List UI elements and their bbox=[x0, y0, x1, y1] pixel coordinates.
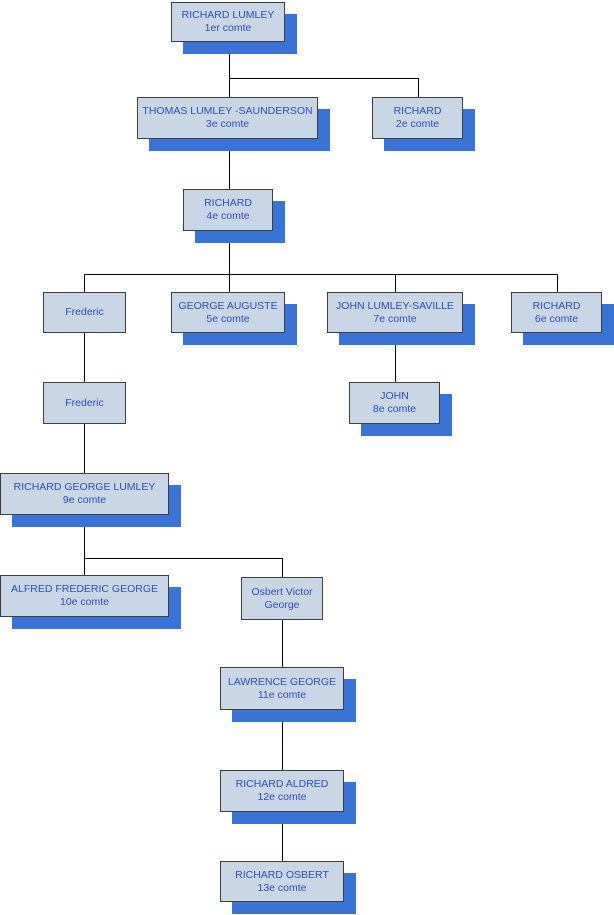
node-title: 4e comte bbox=[206, 210, 250, 222]
node-title: 3e comte bbox=[205, 118, 250, 130]
node-box: RICHARD ALDRED 12e comte bbox=[220, 770, 344, 812]
node-box: Frederic bbox=[43, 292, 126, 333]
node-title: 8e comte bbox=[372, 403, 417, 415]
node-box: RICHARD GEORGE LUMLEY 9e comte bbox=[0, 473, 169, 515]
node-box: RICHARD LUMLEY 1er comte bbox=[171, 2, 285, 42]
node-name: THOMAS LUMLEY -SAUNDERSON bbox=[142, 105, 313, 117]
node-name: Frederic bbox=[65, 396, 104, 409]
node-name: Osbert Victor bbox=[251, 585, 313, 598]
node-title: 11e comte bbox=[257, 688, 307, 701]
node-box: GEORGE AUGUSTE 5e comte bbox=[171, 292, 285, 333]
node-title: George bbox=[264, 598, 300, 611]
node-title: 1er comte bbox=[204, 22, 252, 34]
node-name: RICHARD bbox=[532, 299, 581, 312]
node-name: GEORGE AUGUSTE bbox=[178, 299, 278, 312]
node-name: JOHN LUMLEY-SAVILLE bbox=[336, 299, 454, 312]
connector-14 bbox=[84, 558, 283, 577]
node-box: RICHARD 2e comte bbox=[372, 97, 463, 139]
node-title: 10e comte bbox=[59, 596, 110, 608]
node-box: RICHARD OSBERT 13e comte bbox=[220, 861, 344, 902]
node-box: JOHN 8e comte bbox=[349, 382, 440, 424]
node-box: Osbert Victor George bbox=[241, 577, 323, 620]
node-title: 5e comte bbox=[206, 312, 250, 325]
node-name: RICHARD ALDRED bbox=[235, 778, 329, 790]
node-box: RICHARD 4e comte bbox=[183, 189, 273, 231]
node-box: JOHN LUMLEY-SAVILLE 7e comte bbox=[327, 292, 463, 333]
connector-2 bbox=[229, 78, 419, 97]
node-box: LAWRENCE GEORGE 11e comte bbox=[220, 667, 344, 710]
node-name: RICHARD bbox=[204, 197, 252, 209]
node-name: RICHARD LUMLEY bbox=[181, 9, 275, 21]
node-name: RICHARD GEORGE LUMLEY bbox=[13, 481, 156, 493]
node-title: 6e comte bbox=[534, 312, 579, 325]
node-name: LAWRENCE GEORGE bbox=[227, 675, 337, 688]
node-title: 13e comte bbox=[257, 881, 307, 894]
node-name: ALFRED FREDERIC GEORGE bbox=[10, 583, 159, 595]
node-box: THOMAS LUMLEY -SAUNDERSON 3e comte bbox=[137, 97, 318, 139]
node-name: RICHARD OSBERT bbox=[235, 868, 329, 881]
node-name: JOHN bbox=[380, 390, 409, 402]
node-box: RICHARD 6e comte bbox=[511, 292, 602, 333]
node-title: 7e comte bbox=[373, 312, 417, 325]
node-box: Frederic bbox=[43, 382, 126, 424]
node-name: RICHARD bbox=[393, 105, 442, 117]
node-box: ALFRED FREDERIC GEORGE 10e comte bbox=[0, 575, 169, 617]
node-title: 2e comte bbox=[395, 118, 440, 130]
node-title: 12e comte bbox=[257, 791, 307, 803]
node-title: 9e comte bbox=[62, 494, 107, 506]
node-name: Frederic bbox=[65, 306, 104, 318]
